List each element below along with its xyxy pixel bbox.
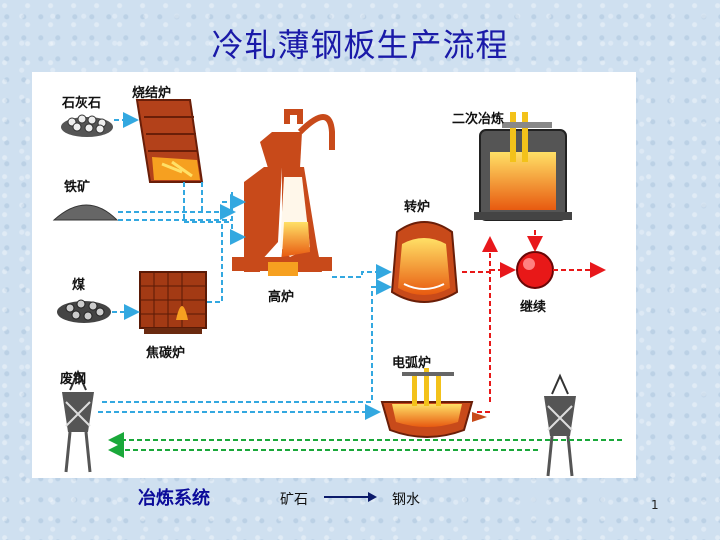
raw-material-flows bbox=[98, 112, 392, 420]
coke-oven bbox=[139, 271, 207, 334]
sinter-furnace-label: 烧结炉 bbox=[132, 86, 172, 101]
limestone-pile bbox=[61, 114, 113, 137]
secondary-refining-vessel bbox=[474, 112, 572, 221]
coal-label: 煤 bbox=[72, 278, 86, 293]
legend-title: 冶炼系统 bbox=[138, 488, 210, 509]
iron-ore-label: 铁矿 bbox=[64, 180, 91, 195]
page-number: 1 bbox=[651, 498, 659, 512]
coke-oven-label: 焦碳炉 bbox=[146, 346, 186, 361]
legend-from: 矿石 bbox=[280, 492, 308, 508]
electric-arc-furnace bbox=[380, 368, 487, 438]
scrap-crane-left bbox=[62, 369, 94, 473]
sinter-furnace bbox=[135, 99, 204, 183]
legend-arrow-icon bbox=[324, 492, 377, 502]
converter bbox=[390, 221, 459, 303]
continuous-caster bbox=[516, 251, 554, 289]
scrap-steel-label: 废钢 bbox=[60, 372, 87, 387]
converter-label: 转炉 bbox=[404, 200, 431, 215]
limestone-label: 石灰石 bbox=[62, 96, 102, 111]
electric-arc-furnace-label: 电弧炉 bbox=[392, 356, 432, 371]
legend-to: 钢水 bbox=[392, 492, 420, 508]
molten-steel-flows bbox=[462, 230, 606, 413]
scrap-crane-right bbox=[544, 373, 576, 477]
coal-pile bbox=[57, 299, 111, 323]
process-diagram: 石灰石 烧结炉 铁矿 煤 焦碳炉 高炉 转炉 二次冶炼 继续 电弧炉 废钢 bbox=[32, 72, 636, 478]
continuous-casting-label: 继续 bbox=[520, 300, 547, 315]
blast-furnace bbox=[232, 109, 335, 276]
secondary-refining-label: 二次冶炼 bbox=[452, 112, 505, 127]
iron-ore-pile bbox=[52, 204, 119, 221]
page-title: 冷轧薄钢板生产流程 bbox=[211, 26, 509, 64]
blast-furnace-label: 高炉 bbox=[268, 290, 295, 305]
scrap-return-flows bbox=[108, 432, 622, 458]
